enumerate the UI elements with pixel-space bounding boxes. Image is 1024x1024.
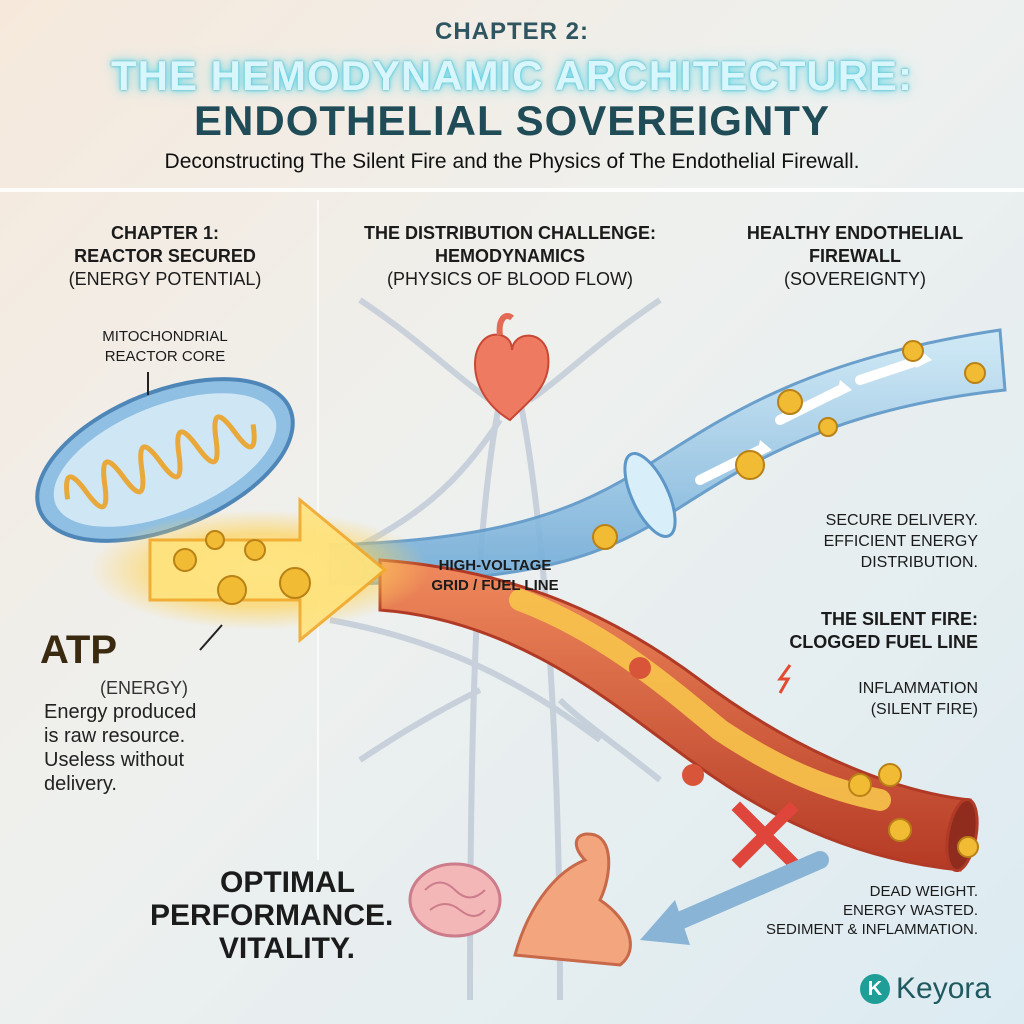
column-subtitle: (ENERGY POTENTIAL) — [68, 269, 262, 289]
column-title: HEALTHY ENDOTHELIAL — [746, 223, 964, 243]
atp-label: ATP — [40, 628, 118, 672]
label-line: GRID / FUEL LINE — [431, 577, 559, 594]
atp-coin-icon — [173, 340, 986, 858]
text-line: delivery. — [44, 773, 117, 795]
text-line: Useless without — [44, 749, 185, 771]
label-line: HIGH-VOLTAGE — [438, 557, 552, 574]
brand-name: Keyora — [896, 972, 992, 1005]
energy-description: Energy produced is raw resource. Useless… — [44, 700, 196, 796]
text-line: VITALITY. — [218, 932, 355, 965]
energy-arrow — [90, 496, 430, 644]
redirect-arrow — [640, 851, 829, 945]
heart-icon — [474, 313, 550, 422]
clogged-vessel — [378, 558, 979, 873]
text-line: THE SILENT FIRE: — [821, 609, 978, 629]
performance-text: OPTIMAL PERFORMANCE. VITALITY. — [150, 866, 394, 965]
energy-label: (ENERGY) — [100, 678, 189, 698]
text-line: OPTIMAL — [220, 866, 355, 899]
label-line: MITOCHONDRIAL — [102, 328, 228, 345]
flame-icon — [629, 657, 704, 786]
text-line: SEDIMENT & INFLAMMATION. — [766, 921, 978, 938]
lightning-icon — [777, 664, 792, 694]
column-title: FIREWALL — [809, 246, 901, 266]
column-title: REACTOR SECURED — [74, 246, 256, 266]
text-line: CLOGGED FUEL LINE — [789, 632, 978, 652]
mitochondria-label: MITOCHONDRIAL REACTOR CORE — [70, 327, 260, 367]
column-subtitle: (PHYSICS OF BLOOD FLOW) — [386, 269, 634, 289]
page-subtitle: Deconstructing The Silent Fire and the P… — [164, 150, 860, 173]
chapter-label: CHAPTER 2: — [434, 18, 589, 45]
inflammation-label: INFLAMMATION (SILENT FIRE) — [760, 678, 978, 720]
secure-delivery-text: SECURE DELIVERY. EFFICIENT ENERGY DISTRI… — [700, 510, 978, 573]
column-title: CHAPTER 1: — [110, 223, 219, 243]
brand-logo: K Keyora — [860, 972, 991, 1006]
silent-fire-heading: THE SILENT FIRE: CLOGGED FUEL LINE — [700, 608, 978, 654]
text-line: ENERGY WASTED. — [842, 902, 978, 919]
grid-label: HIGH-VOLTAGE GRID / FUEL LINE — [395, 556, 595, 596]
column-title: THE DISTRIBUTION CHALLENGE: — [364, 223, 656, 243]
mitochondrion-icon — [35, 377, 295, 543]
column-header-hemodynamics: THE DISTRIBUTION CHALLENGE: HEMODYNAMICS… — [320, 222, 700, 291]
dead-weight-text: DEAD WEIGHT. ENERGY WASTED. SEDIMENT & I… — [700, 882, 978, 939]
text-line: is raw resource. — [44, 725, 186, 747]
page-title-line1: THE HEMODYNAMIC ARCHITECTURE: — [110, 52, 914, 99]
column-header-firewall: HEALTHY ENDOTHELIAL FIREWALL (SOVEREIGNT… — [710, 222, 1000, 291]
flexed-arm-icon — [513, 832, 632, 967]
keyora-logo-icon: K — [860, 974, 890, 1004]
text-line: INFLAMMATION — [858, 680, 978, 697]
cross-icon — [731, 801, 799, 869]
text-line: Energy produced — [44, 701, 197, 723]
brain-icon — [408, 862, 502, 938]
column-subtitle: (SOVEREIGNTY) — [783, 269, 926, 289]
label-line: REACTOR CORE — [104, 348, 226, 365]
column-title: HEMODYNAMICS — [434, 246, 585, 266]
text-line: DISTRIBUTION. — [860, 554, 978, 571]
text-line: (SILENT FIRE) — [870, 701, 978, 718]
header-divider — [0, 188, 1024, 192]
text-line: SECURE DELIVERY. — [825, 512, 978, 529]
text-line: DEAD WEIGHT. — [869, 883, 978, 900]
text-line: EFFICIENT ENERGY — [823, 533, 978, 550]
column-header-reactor: CHAPTER 1: REACTOR SECURED (ENERGY POTEN… — [30, 222, 300, 291]
text-line: PERFORMANCE. — [150, 899, 394, 932]
page-title-line2: ENDOTHELIAL SOVEREIGNTY — [194, 97, 830, 144]
